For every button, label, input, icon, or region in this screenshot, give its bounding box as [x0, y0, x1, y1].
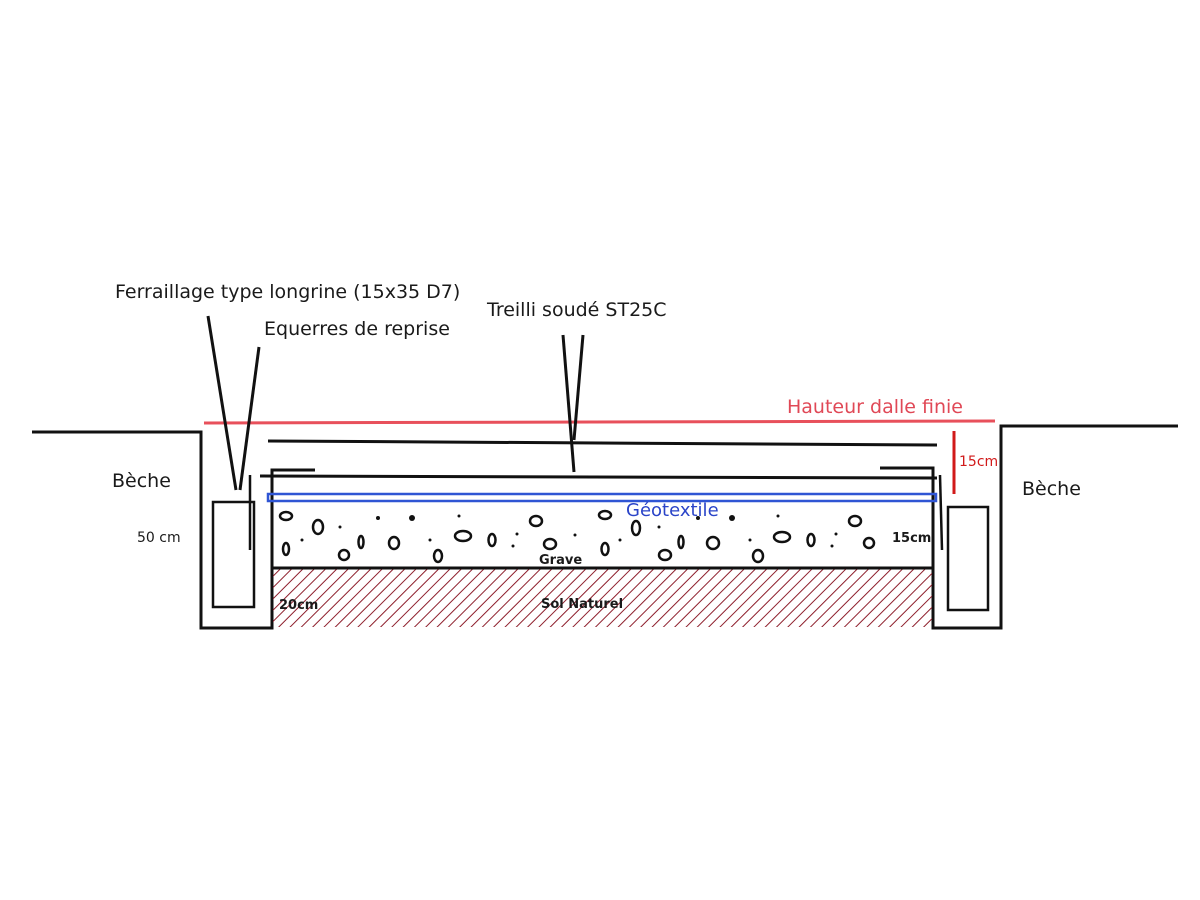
- longrine-cage-right: [946, 505, 990, 612]
- ground-profile-right: [880, 424, 1178, 630]
- leader-treilli-b: [572, 334, 585, 441]
- label-dim-15-red: 15cm: [959, 454, 998, 470]
- ground-profile-left: [32, 430, 315, 630]
- label-ferraillage: Ferraillage type longrine (15x35 D7): [115, 281, 460, 303]
- welded-mesh-lower: [259, 474, 938, 480]
- reprise-bar-right: [938, 474, 944, 551]
- leader-treilli-a: [561, 334, 576, 473]
- welded-mesh-upper: [267, 439, 938, 447]
- label-dim-15-grave: 15cm: [892, 531, 931, 546]
- label-equerres: Equerres de reprise: [264, 318, 450, 340]
- label-treilli: Treilli soudé ST25C: [486, 299, 667, 321]
- leader-ferraillage: [206, 315, 238, 491]
- leader-equerres: [238, 346, 261, 491]
- finished-slab-height-line: [203, 419, 996, 425]
- label-beche-left: Bèche: [112, 470, 171, 492]
- label-grave: Grave: [539, 553, 582, 568]
- label-geotextile: Géotextile: [626, 500, 719, 521]
- label-sol-naturel: Sol Naturel: [541, 597, 623, 612]
- label-beche-right: Bèche: [1022, 478, 1081, 500]
- gravel-stones: [278, 509, 876, 564]
- gravel-dots: [300, 514, 838, 548]
- natural-soil-hatch: [273, 569, 932, 627]
- geotextile-layer: [266, 492, 938, 503]
- label-dim-20: 20cm: [279, 598, 318, 613]
- label-hauteur-dalle: Hauteur dalle finie: [787, 396, 963, 418]
- longrine-cage-left: [211, 500, 256, 609]
- label-depth-50: 50 cm: [137, 530, 181, 546]
